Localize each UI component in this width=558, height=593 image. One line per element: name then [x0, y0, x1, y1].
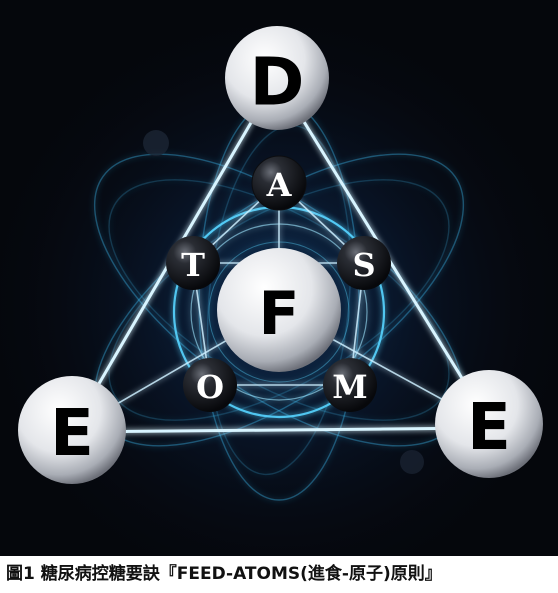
node-bottom-right-letter: E	[467, 391, 511, 465]
node-left: T	[166, 236, 220, 290]
node-bottom-left-letter: E	[50, 397, 94, 471]
node-lower-right: M	[323, 358, 377, 412]
node-lower-left-letter: O	[196, 368, 224, 406]
node-right-letter: S	[352, 246, 375, 284]
node-lower-left: O	[183, 358, 237, 412]
figure-caption: 圖1 糖尿病控糖要訣『FEED-ATOMS(進食-原子)原則』	[0, 556, 558, 593]
node-bottom-left: E	[18, 376, 126, 484]
node-right: S	[337, 236, 391, 290]
node-center: F	[217, 248, 341, 372]
node-lower-right-letter: M	[332, 368, 367, 406]
node-upper: A	[251, 155, 307, 211]
node-upper-letter: A	[266, 166, 293, 204]
decorative-orbs	[143, 130, 424, 474]
node-center-letter: F	[259, 279, 300, 349]
node-bottom-right: E	[435, 370, 543, 478]
node-top-letter: D	[250, 44, 305, 121]
node-top: D	[225, 26, 329, 130]
atom-diagram: D E E F A T S O	[0, 0, 558, 556]
node-left-letter: T	[181, 246, 205, 284]
diagram-canvas: D E E F A T S O	[0, 0, 558, 556]
